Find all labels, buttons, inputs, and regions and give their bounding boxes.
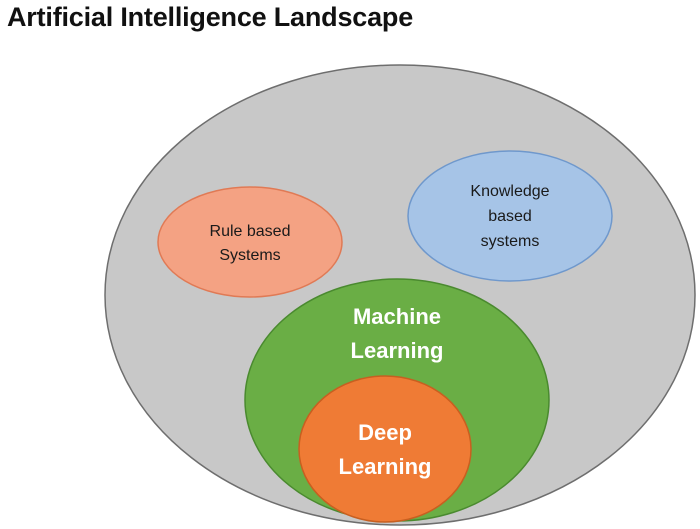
rule-based-systems-ellipse — [157, 186, 343, 298]
deep-learning-ellipse — [298, 375, 472, 523]
rule-based-label-line: Systems — [219, 247, 280, 264]
knowledge-based-systems-ellipse — [407, 150, 613, 282]
rule-based-label-line: Rule based — [210, 223, 291, 240]
machine-learning-label-line: Machine — [353, 304, 441, 329]
deep-learning-label-line: Deep — [358, 420, 412, 445]
page-title: Artificial Intelligence Landscape — [7, 2, 414, 32]
knowledge-based-label-line: based — [488, 208, 532, 225]
knowledge-based-label-line: Knowledge — [470, 183, 549, 200]
machine-learning-label-line: Learning — [351, 338, 444, 363]
knowledge-based-label-line: systems — [481, 233, 540, 250]
deep-learning-label-line: Learning — [339, 454, 432, 479]
knowledge-based-systems-label: Knowledge based systems — [470, 183, 549, 250]
